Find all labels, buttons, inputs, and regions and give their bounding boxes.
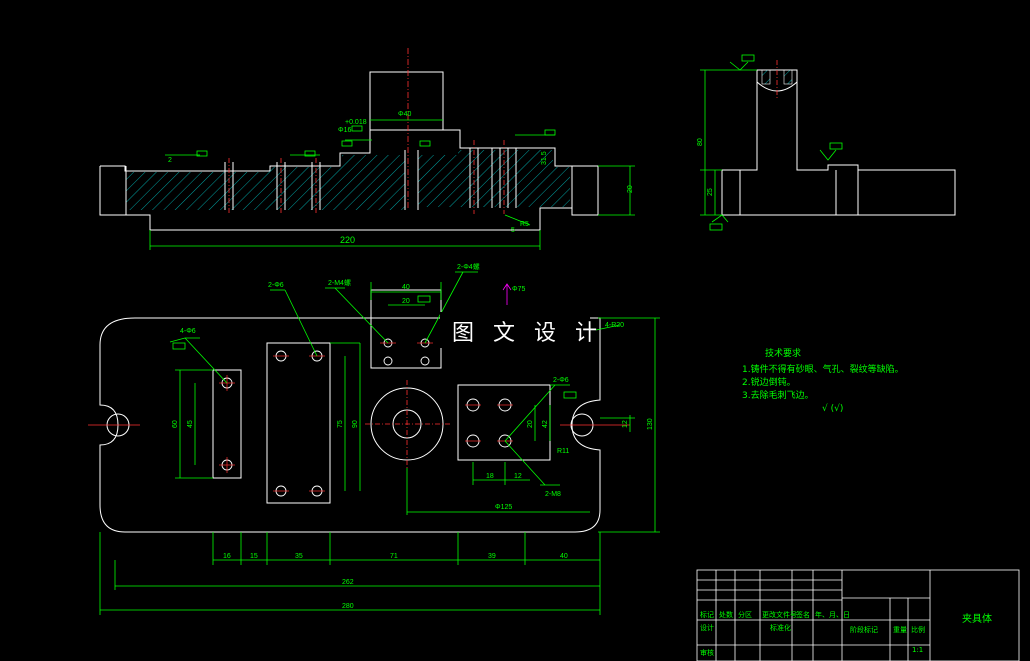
tb-label: 比例 (911, 625, 925, 634)
plan-view: 4-Φ6 2-Φ6 2-M4螺 2-Φ4螺 Φ75 4-R20 2-Φ6 2-M… (88, 262, 660, 615)
dim-4-r20: 4-R20 (605, 322, 624, 329)
tb-label: 设计 (700, 623, 714, 632)
dim-220: 220 (340, 235, 355, 245)
dim-2-d6a: 2-Φ6 (268, 282, 284, 289)
title-block (696, 569, 1020, 661)
dim-2-d4: 2-Φ4螺 (457, 262, 480, 271)
section-hatch-right (418, 150, 570, 207)
tb-label: 签名 (796, 610, 810, 619)
dim-b16: 16 (223, 553, 231, 560)
tb-label: 处数 (719, 610, 733, 619)
tb-label: 更改文件号 (762, 610, 797, 619)
dim-d75: Φ75 (512, 286, 525, 293)
tb-label: 审核 (700, 648, 714, 657)
tech-req-item: 2.锐边倒钝。 (742, 376, 796, 388)
tech-req-title: 技术要求 (765, 347, 801, 359)
dim-2-m4: 2-M4螺 (328, 278, 351, 287)
dim-b71: 71 (390, 553, 398, 560)
dim-4-d6: 4-Φ6 (180, 328, 196, 335)
dim-h80: 80 (697, 138, 704, 146)
dim-2-d6b: 2-Φ6 (553, 377, 569, 384)
roughness-symbol: √ (√) (822, 403, 843, 414)
dim-h45: 45 (187, 420, 194, 428)
section-holes (125, 148, 573, 215)
dim-h20: 20 (627, 185, 634, 193)
dim-w40: 40 (402, 284, 410, 291)
dim-b15: 15 (250, 553, 258, 560)
dim-h20: 20 (527, 420, 534, 428)
dim-h90: 90 (352, 420, 359, 428)
dim-w18: 18 (486, 473, 494, 480)
dim-l280: 280 (342, 603, 354, 610)
tb-label: 分区 (738, 610, 752, 619)
section-hatch (126, 155, 405, 210)
dim-h75: 75 (337, 420, 344, 428)
dim-5: 5 (511, 227, 515, 234)
tech-req-item: 3.去除毛刺飞边。 (742, 389, 814, 401)
watermark-text: 图 文 设 计 (452, 321, 603, 346)
tb-label: 标记 (700, 610, 714, 619)
tech-req-item: 1.铸件不得有砂眼、气孔、裂纹等缺陷。 (742, 363, 904, 375)
tb-title: 夹具体 (962, 612, 992, 625)
section-view: 220 Φ40 Φ16 +0.018 20 R5 5 31.5 2 (99, 48, 635, 250)
dim-h60: 60 (172, 420, 179, 428)
dim-l262: 262 (342, 579, 354, 586)
dim-d40: Φ40 (398, 111, 411, 118)
dim-tol: +0.018 (345, 119, 367, 126)
dim-w20: 20 (402, 298, 410, 305)
technical-requirements: 技术要求 1.铸件不得有砂眼、气孔、裂纹等缺陷。 2.锐边倒钝。 3.去除毛刺飞… (742, 347, 904, 414)
dim-b35: 35 (295, 553, 303, 560)
tb-label: 年、月、日 (815, 610, 850, 619)
dim-r11: R11 (557, 448, 569, 455)
dim-h42: 42 (542, 420, 549, 428)
dim-31: 31.5 (541, 151, 548, 165)
dim-h25: 25 (707, 188, 714, 196)
tb-label: 重量 (893, 626, 907, 634)
dim-2-m8: 2-M8 (545, 491, 561, 498)
dim-b40: 40 (560, 553, 568, 560)
dim-h12: 12 (622, 420, 629, 428)
dim-d125: Φ125 (495, 504, 512, 511)
tb-label: 标准化 (770, 623, 791, 632)
dim-2: 2 (168, 157, 172, 164)
dim-r5: R5 (520, 221, 529, 228)
dim-w12: 12 (514, 473, 522, 480)
side-view: 80 25 (697, 54, 956, 231)
dim-d16: Φ16 (338, 127, 351, 134)
boss-top (369, 71, 444, 131)
tb-label: 阶段标记 (850, 625, 878, 634)
dim-h130: 130 (647, 418, 654, 430)
dim-b39: 39 (488, 553, 496, 560)
tb-scale: 1:1 (912, 646, 923, 654)
